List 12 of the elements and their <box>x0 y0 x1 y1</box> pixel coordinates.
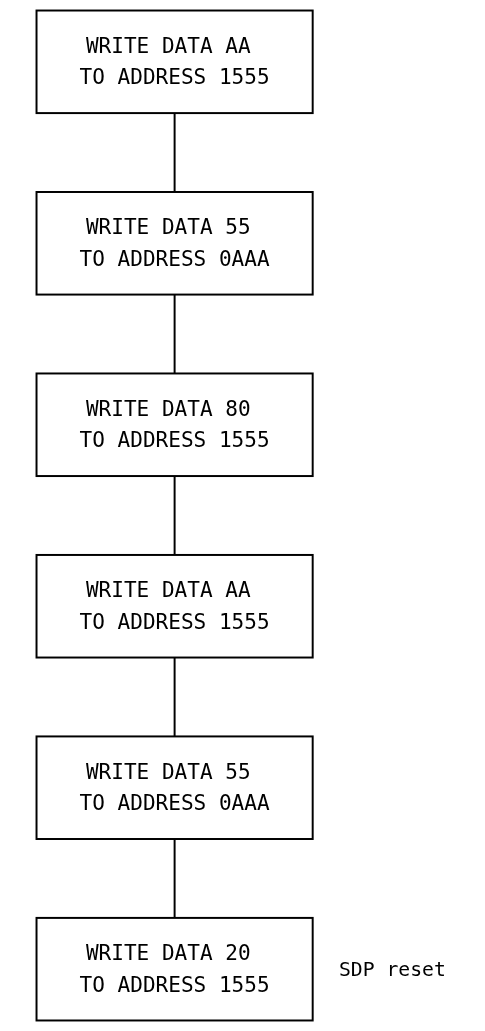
connector <box>173 293 176 375</box>
node-box: WRITE DATA 55 TO ADDRESS 0AAA <box>35 191 314 296</box>
connector <box>173 838 176 919</box>
connector <box>173 475 176 556</box>
node-box: WRITE DATA 55 TO ADDRESS 0AAA <box>35 735 314 840</box>
node-box: WRITE DATA 20 TO ADDRESS 1555 <box>35 916 314 1022</box>
connector <box>173 656 176 738</box>
connector <box>173 112 176 193</box>
node-box: WRITE DATA AA TO ADDRESS 1555 <box>35 9 314 115</box>
node-box: WRITE DATA AA TO ADDRESS 1555 <box>35 553 314 659</box>
node-box: WRITE DATA 80 TO ADDRESS 1555 <box>35 372 314 478</box>
side-note: SDP reset <box>339 957 446 981</box>
